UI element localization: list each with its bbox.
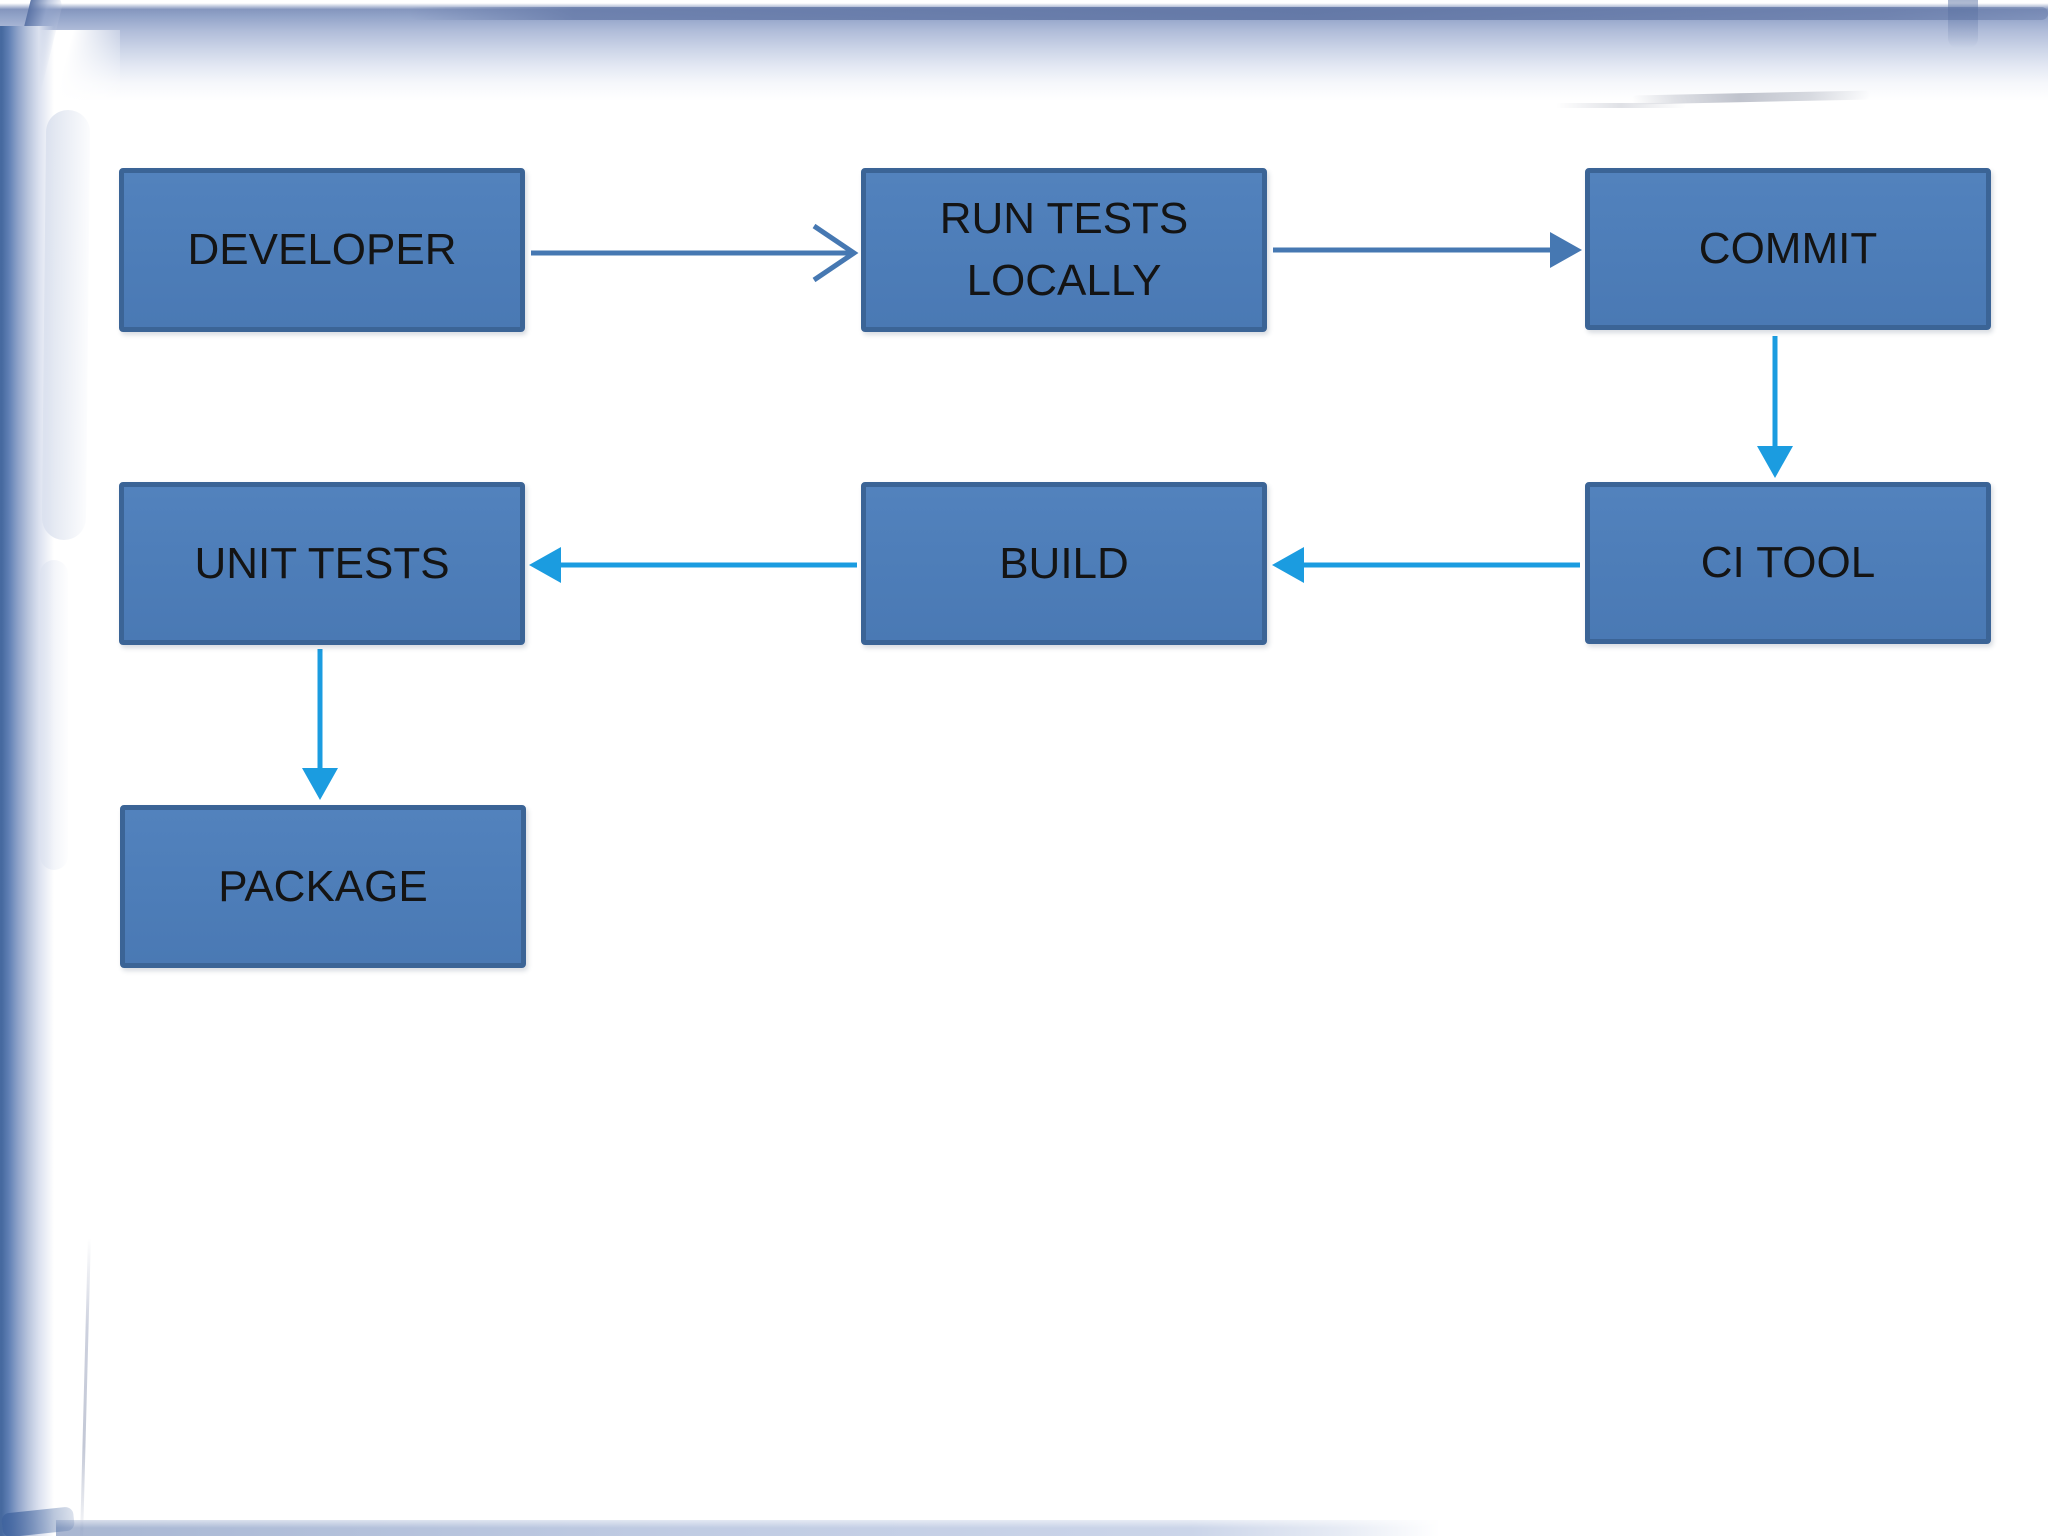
node-build[interactable]: BUILD: [861, 482, 1267, 645]
node-run-tests-locally-label: RUN TESTS LOCALLY: [939, 194, 1189, 305]
node-run-tests-locally[interactable]: RUN TESTS LOCALLY: [861, 168, 1267, 332]
arrow-developer-to-run-tests: [531, 223, 859, 283]
node-commit[interactable]: COMMIT: [1585, 168, 1991, 330]
node-developer-label: DEVELOPER: [187, 225, 457, 275]
node-unit-tests-label: UNIT TESTS: [194, 538, 450, 588]
node-unit-tests[interactable]: UNIT TESTS: [119, 482, 525, 645]
node-ci-tool[interactable]: CI TOOL: [1585, 482, 1991, 644]
node-commit-label: COMMIT: [1698, 224, 1878, 274]
node-package[interactable]: PACKAGE: [120, 805, 526, 968]
node-package-label: PACKAGE: [218, 861, 428, 911]
node-ci-tool-label: CI TOOL: [1700, 538, 1876, 588]
node-build-label: BUILD: [999, 538, 1129, 588]
node-developer[interactable]: DEVELOPER: [119, 168, 525, 332]
